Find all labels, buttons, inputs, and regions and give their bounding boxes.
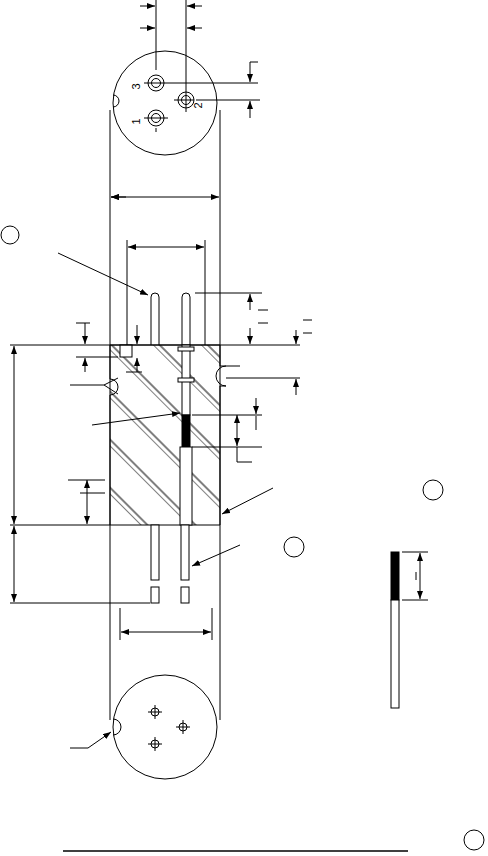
pin-number: 2 bbox=[192, 102, 203, 108]
pin-number: 3 bbox=[130, 83, 141, 89]
pin-number: 1 bbox=[130, 118, 141, 124]
